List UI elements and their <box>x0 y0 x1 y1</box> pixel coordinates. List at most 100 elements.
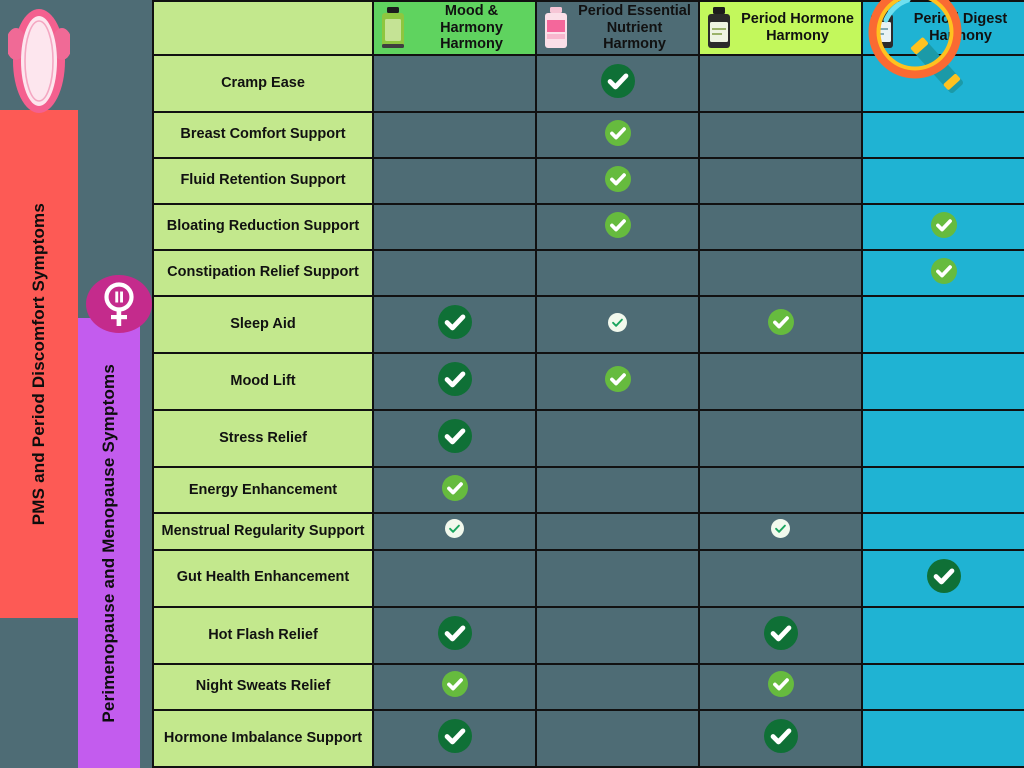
pink-bottle-icon <box>545 7 567 48</box>
row-label: Hormone Imbalance Support <box>152 708 374 768</box>
cell-mood-harmony <box>372 249 537 297</box>
cell-period-digest <box>861 409 1024 469</box>
cell-period-hormone <box>698 203 863 252</box>
cell-mood-harmony <box>372 294 537 355</box>
row-label: Night Sweats Relief <box>152 662 374 711</box>
cell-period-hormone <box>698 662 863 711</box>
cell-period-essential-nutrient <box>535 708 700 768</box>
cell-period-digest <box>861 548 1024 608</box>
cell-period-essential-nutrient <box>535 53 700 114</box>
row-label: Constipation Relief Support <box>152 249 374 297</box>
check-icon <box>604 119 631 146</box>
row-label: Breast Comfort Support <box>152 111 374 160</box>
table-row: Energy Enhancement <box>152 466 1024 515</box>
cell-period-hormone <box>698 352 863 412</box>
cell-period-hormone <box>698 409 863 469</box>
cell-period-essential-nutrient <box>535 548 700 608</box>
check-icon <box>771 519 790 539</box>
cell-mood-harmony <box>372 466 537 515</box>
check-icon <box>437 718 472 753</box>
column-header-mood-harmony[interactable]: Mood & Harmony Harmony <box>372 0 537 56</box>
check-icon <box>767 671 794 698</box>
column-header-label: Period Hormone Harmony <box>741 11 854 44</box>
cell-period-digest <box>861 708 1024 768</box>
row-label: Cramp Ease <box>152 53 374 114</box>
column-header-period-hormone[interactable]: Period Hormone Harmony <box>698 0 863 56</box>
column-header-label: Mood & Harmony Harmony <box>440 2 503 53</box>
row-label: Stress Relief <box>152 409 374 469</box>
column-header-label: Period Essential Nutrient Harmony <box>578 2 691 53</box>
cell-period-digest <box>861 512 1024 551</box>
check-icon <box>930 211 957 238</box>
cell-period-hormone <box>698 512 863 551</box>
cell-period-digest <box>861 249 1024 297</box>
check-icon <box>763 615 798 650</box>
category-label-pms: PMS and Period Discomfort Symptoms <box>29 202 49 526</box>
check-icon <box>604 211 631 238</box>
cell-period-digest <box>861 662 1024 711</box>
cell-period-essential-nutrient <box>535 203 700 252</box>
cell-period-essential-nutrient <box>535 662 700 711</box>
cell-mood-harmony <box>372 548 537 608</box>
cell-period-digest <box>861 111 1024 160</box>
cell-period-hormone <box>698 548 863 608</box>
row-label: Menstrual Regularity Support <box>152 512 374 551</box>
cell-period-hormone <box>698 294 863 355</box>
cell-period-essential-nutrient <box>535 249 700 297</box>
cell-period-digest <box>861 203 1024 252</box>
cell-period-digest <box>861 605 1024 665</box>
row-label: Mood Lift <box>152 352 374 412</box>
sanitary-pad-icon <box>8 9 70 113</box>
column-header-period-digest[interactable]: Period Digest Harmony <box>861 0 1024 56</box>
cell-mood-harmony <box>372 111 537 160</box>
table-row: Hormone Imbalance Support <box>152 708 1024 768</box>
check-icon <box>437 419 472 454</box>
cell-period-essential-nutrient <box>535 605 700 665</box>
column-header-period-essential-nutrient[interactable]: Period Essential Nutrient Harmony <box>535 0 700 56</box>
check-icon <box>930 257 957 284</box>
table-row: Breast Comfort Support <box>152 111 1024 160</box>
check-icon <box>763 718 798 753</box>
table-row: Hot Flash Relief <box>152 605 1024 665</box>
category-bar-pms: PMS and Period Discomfort Symptoms <box>0 110 78 618</box>
cell-mood-harmony <box>372 157 537 206</box>
table-row: Constipation Relief Support <box>152 249 1024 297</box>
product-comparison-table: Mood & Harmony Harmony Period Essential … <box>152 0 1024 768</box>
row-label: Fluid Retention Support <box>152 157 374 206</box>
check-icon <box>608 312 627 332</box>
cell-period-digest <box>861 466 1024 515</box>
table-row: Stress Relief <box>152 409 1024 469</box>
check-icon <box>600 64 635 99</box>
check-icon <box>926 558 961 593</box>
check-icon <box>445 519 464 539</box>
cell-mood-harmony <box>372 512 537 551</box>
cell-mood-harmony <box>372 662 537 711</box>
cell-period-hormone <box>698 157 863 206</box>
corner-cell <box>152 0 374 56</box>
cell-period-essential-nutrient <box>535 512 700 551</box>
table-row: Menstrual Regularity Support <box>152 512 1024 551</box>
row-label: Gut Health Enhancement <box>152 548 374 608</box>
table-row: Sleep Aid <box>152 294 1024 355</box>
table-row: Bloating Reduction Support <box>152 203 1024 252</box>
cell-period-hormone <box>698 466 863 515</box>
check-icon <box>437 615 472 650</box>
check-icon <box>441 671 468 698</box>
category-bar-menopause: Perimenopause and Menopause Symptoms <box>78 318 140 768</box>
cell-period-essential-nutrient <box>535 352 700 412</box>
row-label: Hot Flash Relief <box>152 605 374 665</box>
check-icon <box>437 305 472 340</box>
cell-period-hormone <box>698 708 863 768</box>
olive-bottle-icon <box>708 7 730 48</box>
table-row: Night Sweats Relief <box>152 662 1024 711</box>
table-row: Gut Health Enhancement <box>152 548 1024 608</box>
row-label: Bloating Reduction Support <box>152 203 374 252</box>
cell-period-digest <box>861 157 1024 206</box>
cell-period-essential-nutrient <box>535 294 700 355</box>
check-icon <box>441 474 468 501</box>
check-icon <box>437 362 472 397</box>
cell-mood-harmony <box>372 352 537 412</box>
check-icon <box>604 366 631 393</box>
